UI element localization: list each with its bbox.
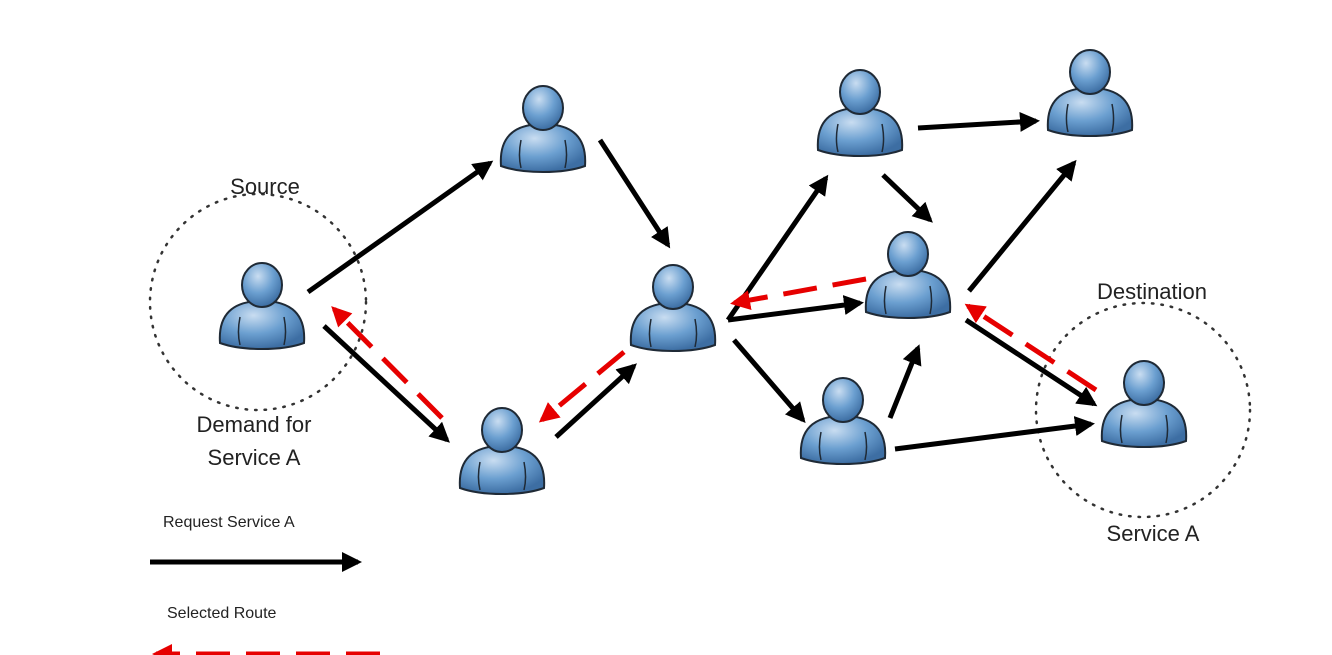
user-icon [458, 407, 546, 495]
request-arrow [554, 363, 637, 439]
request-arrow [894, 416, 1095, 452]
selected-route [331, 276, 1098, 423]
user-icon [499, 85, 587, 173]
legend: Request Service A Selected Route [150, 514, 380, 655]
destination-label: Destination [1097, 279, 1207, 304]
request-arrow [967, 159, 1077, 293]
user-icon [816, 69, 904, 157]
request-arrow [727, 295, 864, 323]
user-icon [1100, 360, 1188, 448]
user-icon [218, 262, 306, 350]
demand-label-line1: Demand for [197, 412, 312, 437]
request-arrow [964, 317, 1098, 407]
request-arrow [597, 138, 671, 249]
service-label: Service A [1107, 521, 1200, 546]
source-label: Source [230, 174, 300, 199]
source-region-circle [148, 192, 368, 412]
request-arrow [725, 174, 829, 322]
request-arrow [917, 111, 1040, 132]
request-arrow [732, 338, 806, 424]
request-arrow [322, 324, 450, 443]
request-arrow [881, 173, 933, 223]
user-icon [1046, 49, 1134, 137]
user-icon [629, 264, 717, 352]
user-icon [864, 231, 952, 319]
request-arrow [306, 160, 494, 295]
user-icon [799, 377, 887, 465]
selected-route-segment [331, 306, 444, 420]
selected-route-segment [538, 350, 626, 423]
selected-route-segment [730, 276, 867, 310]
legend-selected-label: Selected Route [167, 605, 277, 622]
request-arrow [887, 344, 922, 419]
demand-label-line2: Service A [208, 445, 301, 470]
destination-region-circle [1034, 301, 1252, 519]
legend-request-label: Request Service A [163, 514, 295, 531]
selected-route-segment [964, 303, 1098, 393]
